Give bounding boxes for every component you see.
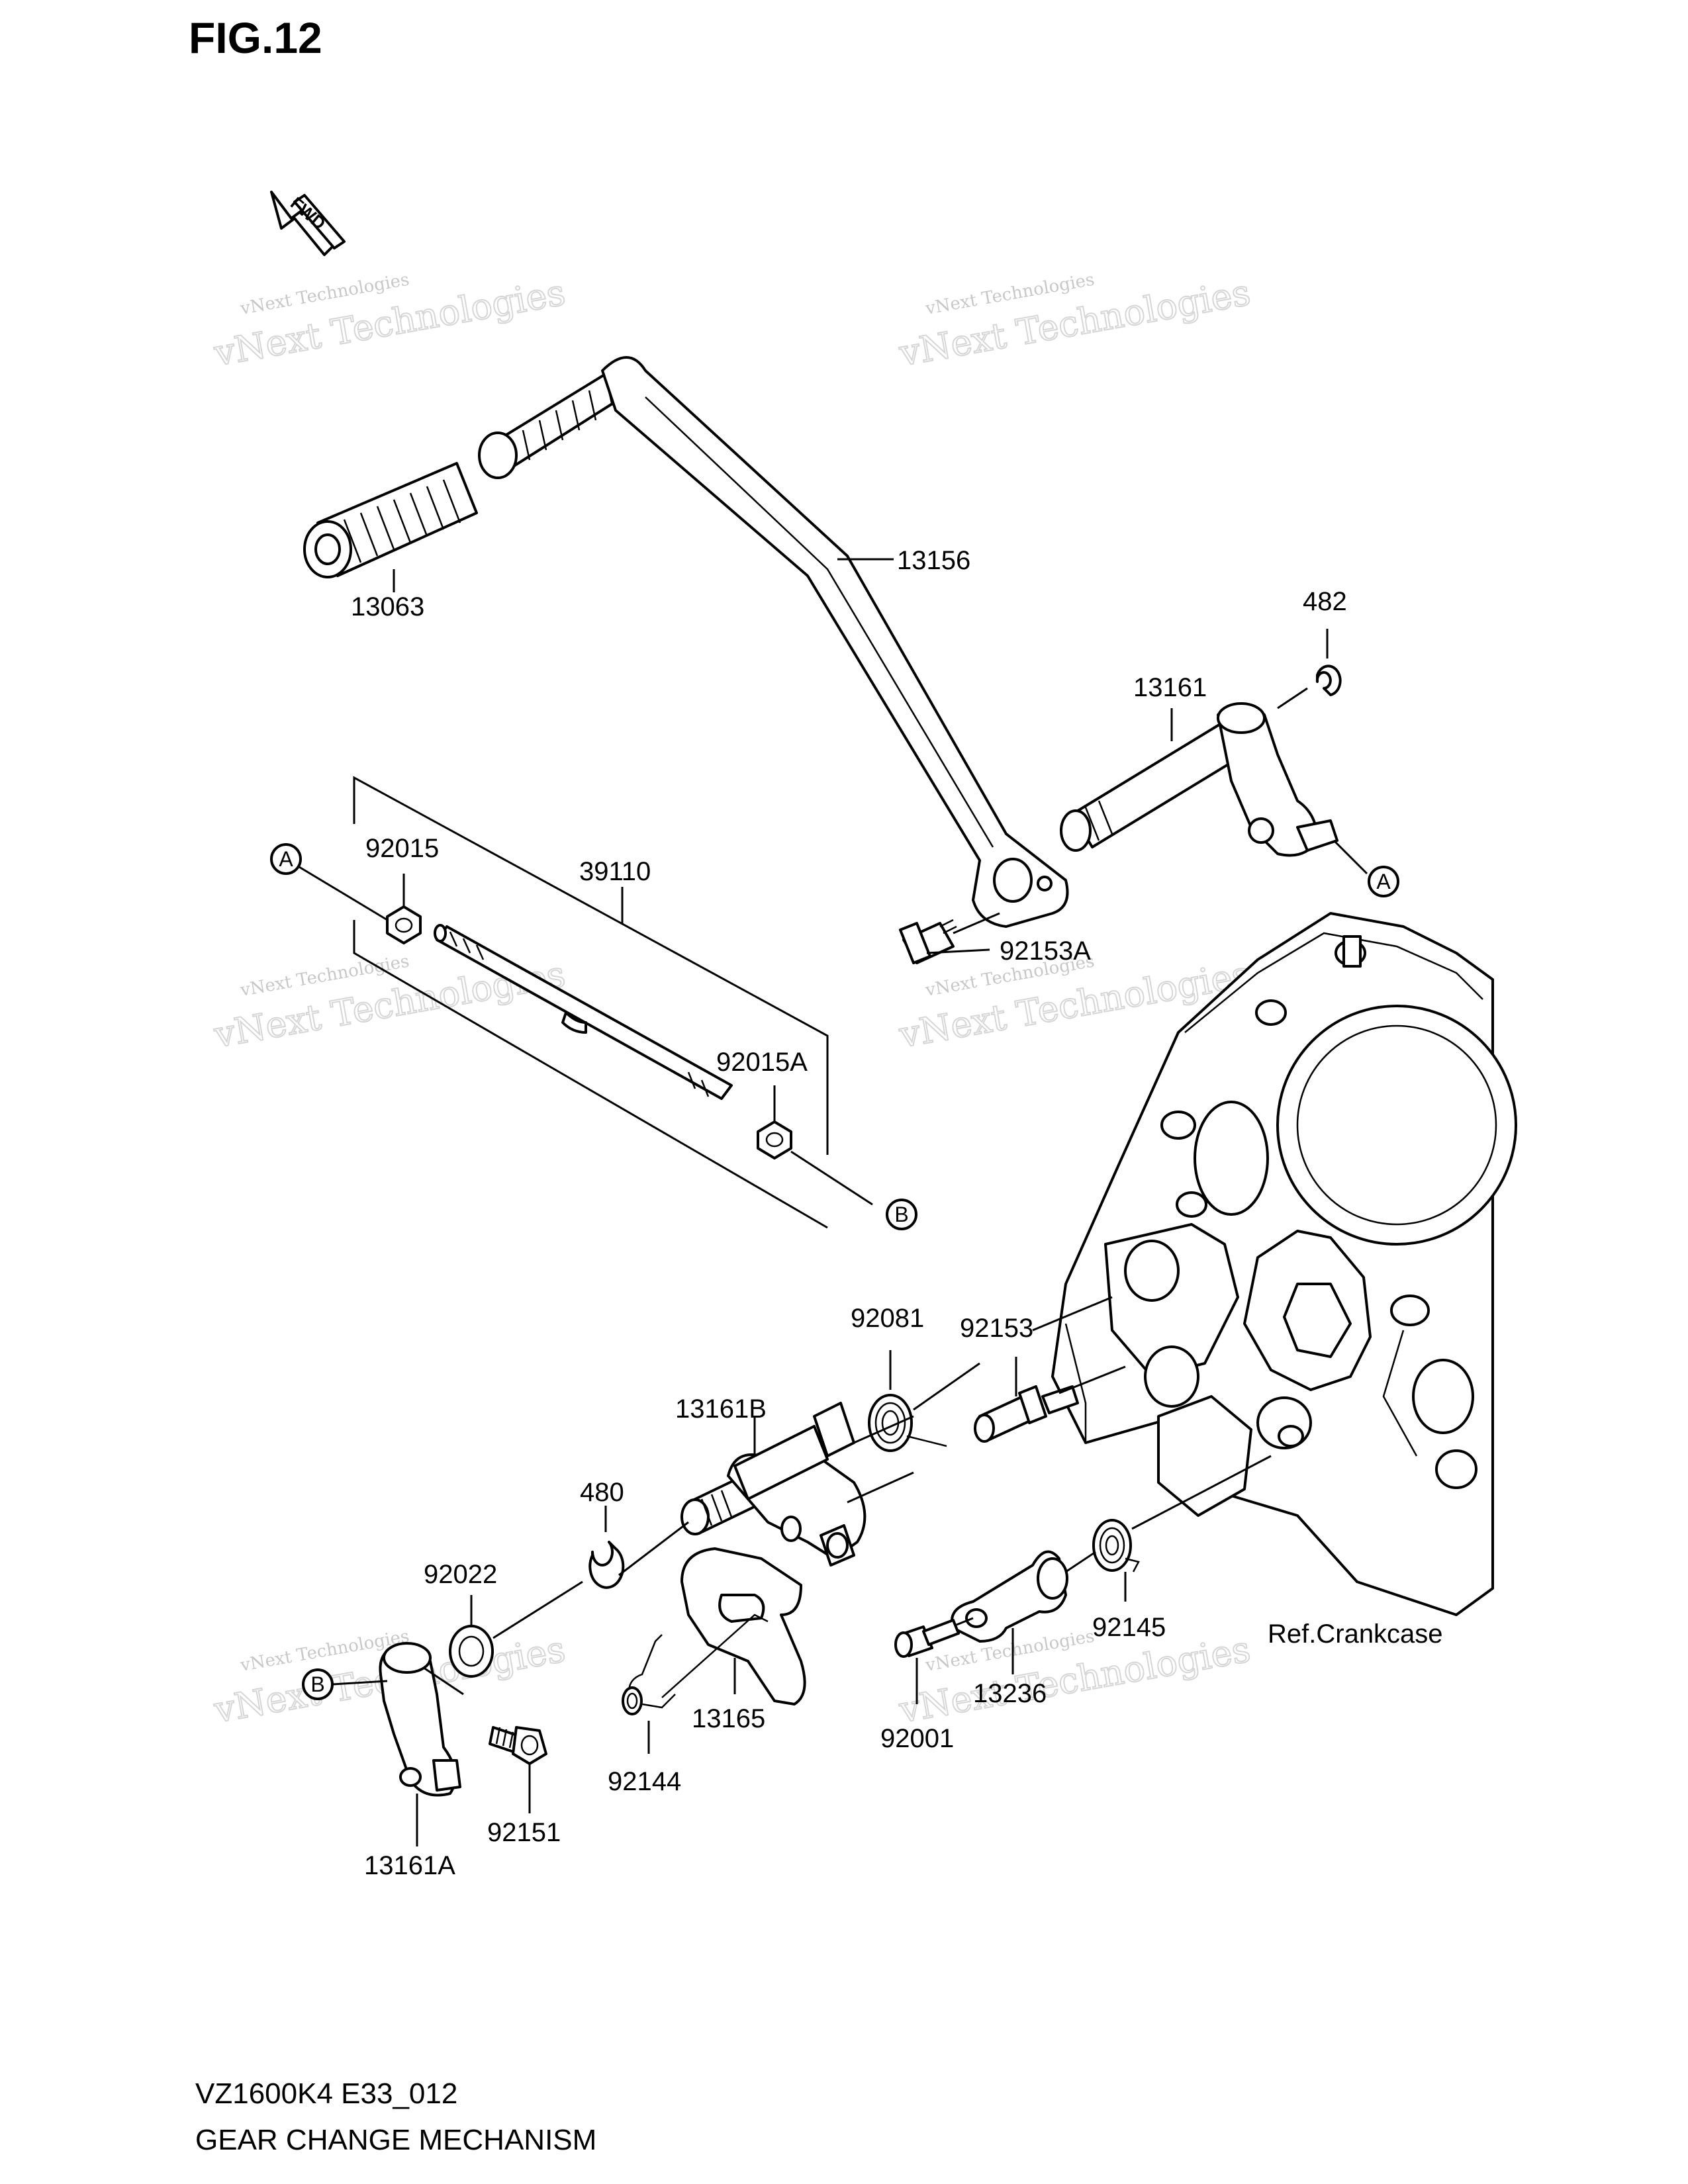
label-92144: 92144 — [608, 1767, 681, 1796]
part-92015a-nut — [757, 1085, 873, 1206]
model-code: VZ1600K4 E33_012 — [195, 2077, 457, 2110]
label-ref-crankcase: Ref.Crankcase — [1268, 1619, 1443, 1649]
part-13161a-gearshift-arm — [379, 1642, 464, 1846]
part-92151-bolt — [489, 1726, 547, 1813]
label-13161a: 13161A — [364, 1851, 455, 1880]
part-482-e-ring — [1315, 629, 1342, 696]
label-92153a: 92153A — [1000, 936, 1091, 966]
label-480: 480 — [580, 1478, 624, 1507]
label-92001: 92001 — [880, 1724, 954, 1753]
ref-b-marker-upper: B — [886, 1199, 917, 1230]
label-92145: 92145 — [1092, 1613, 1166, 1642]
part-92144-spring — [622, 1614, 769, 1754]
part-92081-spring — [868, 1350, 980, 1452]
part-13063-footpeg-rubber — [303, 462, 478, 592]
figure-caption: GEAR CHANGE MECHANISM — [195, 2124, 596, 2156]
part-92001-bolt — [894, 1617, 974, 1704]
figure-title: FIG.12 — [189, 13, 322, 62]
part-13161-gearshift-arm — [1060, 687, 1368, 875]
ref-a-marker-right: A — [1368, 866, 1399, 897]
label-13156: 13156 — [897, 546, 970, 575]
part-39110-tie-rod — [353, 776, 829, 1229]
ref-a-marker-left: A — [270, 843, 388, 921]
part-13156-gearshift-lever — [478, 356, 1069, 928]
label-39110: 39110 — [579, 857, 651, 886]
label-482: 482 — [1303, 587, 1347, 616]
ref-a-letter: A — [279, 847, 293, 871]
part-92015-nut — [386, 874, 422, 944]
label-92081: 92081 — [851, 1304, 924, 1333]
label-92015: 92015 — [365, 834, 439, 863]
part-13236-stopper-arm — [951, 1550, 1096, 1674]
part-92145-spring — [1092, 1455, 1272, 1602]
ref-a-letter: A — [1376, 870, 1391, 893]
label-92151: 92151 — [487, 1818, 561, 1847]
label-92022: 92022 — [424, 1560, 497, 1589]
label-92015a: 92015A — [716, 1048, 808, 1077]
label-13063: 13063 — [351, 592, 424, 621]
fwd-arrow-icon: FWD — [270, 191, 346, 256]
part-92153-stud — [974, 1296, 1126, 1443]
part-92153a-bolt — [899, 912, 1000, 964]
ref-b-letter: B — [894, 1203, 908, 1226]
part-13161b-shift-shaft — [680, 1402, 914, 1567]
ref-b-marker-lower: B — [302, 1668, 388, 1700]
part-92022-washer — [449, 1580, 583, 1678]
ref-b-letter: B — [310, 1672, 324, 1696]
crankcase-drawing — [1051, 912, 1517, 1616]
part-13165-cam-plate — [680, 1547, 806, 1706]
label-13236: 13236 — [973, 1679, 1047, 1708]
part-labels: 13063 13156 482 13161 92015 39110 92153A… — [351, 546, 1443, 1880]
label-13161: 13161 — [1133, 673, 1207, 702]
label-13161b: 13161B — [675, 1394, 767, 1424]
label-92153: 92153 — [960, 1314, 1033, 1343]
label-13165: 13165 — [692, 1704, 765, 1733]
part-480-circlip — [588, 1506, 689, 1589]
